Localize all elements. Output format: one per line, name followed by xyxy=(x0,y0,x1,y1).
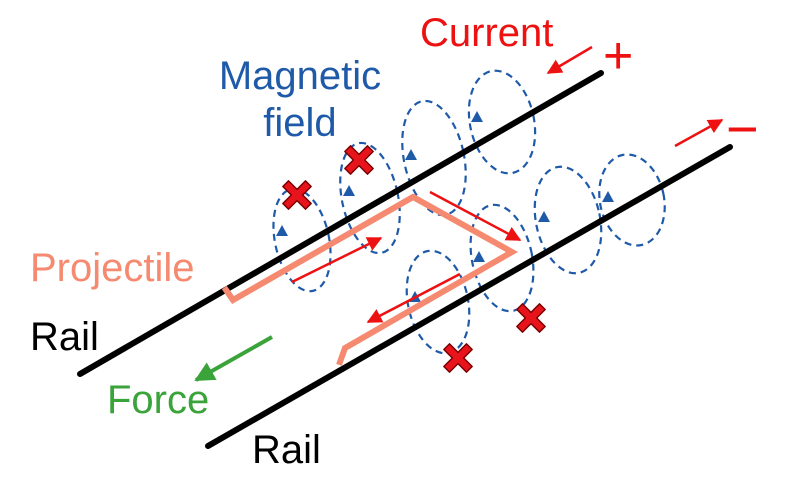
arrow-icon xyxy=(471,111,483,122)
force-label: Force xyxy=(107,378,209,422)
arrow-icon xyxy=(538,211,550,222)
field-loop xyxy=(469,203,535,313)
rail-bottom-label: Rail xyxy=(252,428,321,472)
arrow-icon xyxy=(674,118,724,148)
magnetic-field-label-line2: field xyxy=(263,101,336,145)
arrow-icon xyxy=(343,185,355,196)
rail-bottom xyxy=(205,144,733,449)
projectile-label: Projectile xyxy=(30,246,195,290)
magnetic-field-label-line1: Magnetic xyxy=(219,54,381,98)
negative-terminal-label: − xyxy=(726,97,759,160)
arrow-icon xyxy=(602,191,614,202)
field-loop xyxy=(533,165,603,275)
x-cross-icon xyxy=(443,343,473,373)
current-label: Current xyxy=(420,11,553,55)
arrow-icon xyxy=(276,225,288,236)
arrow-icon xyxy=(473,251,485,262)
projectile-shape xyxy=(221,193,519,366)
current-arrows xyxy=(291,45,724,324)
rail-top xyxy=(77,70,604,377)
field-loop xyxy=(272,187,332,293)
x-cross-icon xyxy=(282,180,312,210)
x-cross-icon xyxy=(516,303,546,333)
field-markers xyxy=(282,145,546,373)
rail-top-label: Rail xyxy=(30,315,99,359)
x-cross-icon xyxy=(344,145,374,175)
force-arrow xyxy=(194,335,273,382)
arrow-icon xyxy=(429,190,522,242)
arrow-icon xyxy=(366,272,461,324)
arrow-icon xyxy=(546,45,593,75)
arrow-icon xyxy=(405,149,417,160)
field-loop xyxy=(598,153,666,247)
arrow-icon xyxy=(291,236,383,284)
positive-terminal-label: + xyxy=(603,27,633,85)
